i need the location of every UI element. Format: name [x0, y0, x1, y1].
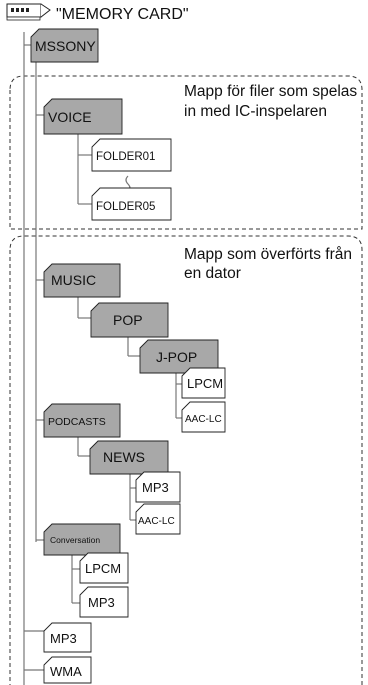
folder-label: LPCM	[85, 561, 121, 576]
folder-folder05: FOLDER05	[91, 187, 172, 221]
folder-conversation-mp3: MP3	[79, 586, 129, 618]
folder-news-aac-lc: AAC-LC	[135, 503, 181, 535]
ic-recorder-group-box	[9, 75, 363, 230]
memory-card-label: "MEMORY CARD"	[56, 6, 189, 23]
folder-pop: POP	[90, 302, 169, 338]
folder-label: MSSONY	[35, 38, 96, 54]
folder-label: WMA	[50, 664, 82, 679]
folder-conversation-lpcm: LPCM	[79, 552, 129, 584]
folder-label: J-POP	[156, 349, 197, 365]
folder-label: MUSIC	[51, 272, 96, 288]
tree-connectors	[23, 32, 182, 685]
memory-card-icon	[6, 3, 51, 21]
folder-label: FOLDER05	[96, 201, 155, 213]
folder-news-mp3: MP3	[135, 471, 181, 503]
ic-folder-note-line2: in med IC-inspelaren	[184, 103, 327, 120]
folder-label: VOICE	[48, 109, 92, 125]
folder-label: MP3	[142, 480, 169, 495]
folder-news: NEWS	[89, 440, 169, 475]
folder-label: POP	[113, 312, 143, 328]
folder-mssony: MSSONY	[30, 28, 99, 63]
folder-music: MUSIC	[43, 263, 121, 298]
folder-label: PODCASTS	[48, 416, 106, 428]
folder-j-pop: J-POP	[139, 339, 219, 374]
folder-label: LPCM	[187, 376, 223, 391]
folder-folder01: FOLDER01	[91, 138, 172, 172]
pc-folder-note-line2: en dator	[184, 265, 241, 282]
folder-label: MP3	[88, 595, 115, 610]
folder-label: AAC-LC	[185, 414, 222, 425]
folder-label: FOLDER01	[96, 151, 155, 163]
folder-wma: WMA	[43, 656, 92, 684]
folder-label: MP3	[50, 631, 77, 646]
ic-folder-note-line1: Mapp för filer som spelas	[184, 83, 357, 100]
folder-conversation: Conversation	[43, 523, 121, 556]
folder-j-pop-aac-lc: AAC-LC	[181, 401, 226, 433]
folder-mp3: MP3	[43, 622, 92, 653]
folder-label: AAC-LC	[138, 516, 175, 527]
folder-label: NEWS	[103, 449, 145, 465]
folder-podcasts: PODCASTS	[43, 403, 121, 438]
folder-j-pop-lpcm: LPCM	[181, 367, 226, 399]
folder-label: Conversation	[50, 535, 100, 545]
pc-transfer-group-box	[9, 235, 363, 685]
folder-voice: VOICE	[43, 98, 123, 135]
pc-folder-note-line1: Mapp som överförts från	[184, 246, 352, 263]
